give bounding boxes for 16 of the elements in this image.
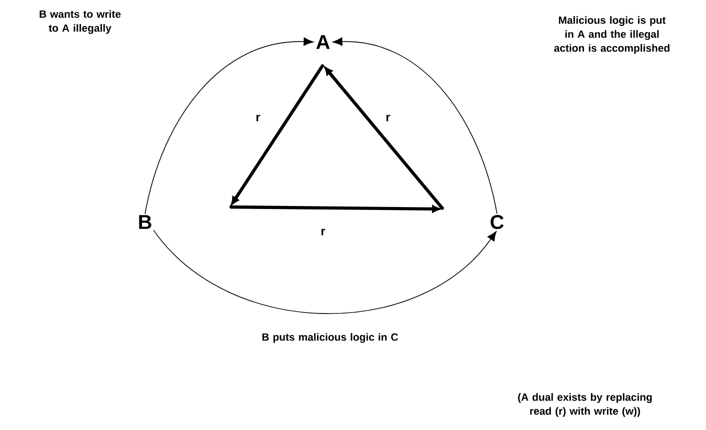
ellipse-arc-arrow	[153, 230, 497, 314]
note-text: B wants to write to A illegally	[40, 10, 121, 34]
note-text: B puts malicious logic in C	[262, 333, 398, 343]
arrow	[324, 67, 444, 210]
ellipse-arc-arrow	[332, 37, 498, 214]
edge-label: r	[256, 114, 260, 122]
vertex-letter: C	[490, 214, 504, 230]
vertex-letter: B	[139, 215, 152, 229]
note-text: (A dual exists by replacing read (r) with write (w))	[518, 393, 652, 417]
vertex-letter: A	[316, 35, 330, 49]
note-text: Malicious logic is put in A and the illegal action is accomplished	[554, 16, 670, 54]
edge-label: r	[386, 114, 390, 122]
edge-label: r	[321, 228, 326, 236]
ellipse-arc-arrow	[144, 37, 314, 214]
arrow	[231, 64, 324, 205]
arrow	[230, 205, 440, 212]
